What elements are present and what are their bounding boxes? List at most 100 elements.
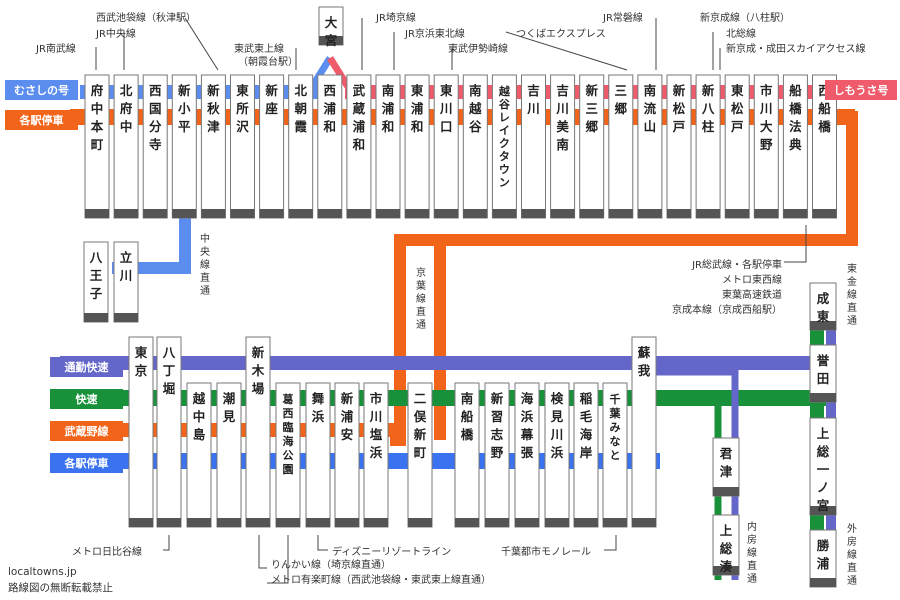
omiya-link-musashino xyxy=(307,56,333,92)
leader-nf xyxy=(784,225,807,263)
station-bottom-5[interactable]: 葛西臨海公園 xyxy=(275,382,301,528)
station-name: 東所沢 xyxy=(236,83,249,134)
station-name: 潮見 xyxy=(222,391,236,424)
station-top-12[interactable]: 東川口 xyxy=(433,74,459,219)
station-right-3[interactable]: 勝浦 xyxy=(809,529,837,588)
station-bottom-12[interactable]: 海浜幕張 xyxy=(514,382,540,528)
station-name: 府中本町 xyxy=(91,83,104,152)
legend-musashino-label: 武蔵野線 xyxy=(65,424,109,438)
station-top-11[interactable]: 東浦和 xyxy=(404,74,430,219)
station-top-23[interactable]: 市川大野 xyxy=(753,74,779,219)
station-name: 吉川美南 xyxy=(555,83,569,152)
transfer-top-7: 東武伊勢崎線 xyxy=(448,42,508,55)
station-name: 八王子 xyxy=(89,250,103,301)
station-omiya[interactable]: 大宮 xyxy=(318,6,344,48)
station-top-16[interactable]: 吉川美南 xyxy=(550,74,576,219)
legend-rapid: 快速 xyxy=(50,389,123,409)
station-bottom-16[interactable]: 蘇我 xyxy=(631,336,657,528)
station-top-5[interactable]: 東所沢 xyxy=(230,74,255,219)
station-top-24[interactable]: 船橋法典 xyxy=(782,74,808,219)
togane-direct-label: 東金線直通 xyxy=(847,262,857,327)
station-top-6[interactable]: 新座 xyxy=(259,74,285,219)
station-bottom-13[interactable]: 検見川浜 xyxy=(544,382,570,528)
station-name: 誉田 xyxy=(816,353,830,386)
legend-shimousa: しもうさ号 xyxy=(825,80,897,100)
station-bottom-1[interactable]: 八丁堀 xyxy=(156,336,182,528)
legend-musashino: 武蔵野線 xyxy=(50,421,123,441)
leader-b3 xyxy=(317,535,328,551)
station-top-18[interactable]: 三郷 xyxy=(608,74,634,219)
station-name: 稲毛海岸 xyxy=(580,391,593,460)
station-top-3[interactable]: 新小平 xyxy=(171,74,197,219)
station-bottom-7[interactable]: 新浦安 xyxy=(334,382,360,528)
station-name: 海浜幕張 xyxy=(520,391,534,460)
station-bottom-14[interactable]: 稲毛海岸 xyxy=(573,382,599,528)
station-top-10[interactable]: 南浦和 xyxy=(375,74,401,219)
station-bottom-10[interactable]: 南船橋 xyxy=(454,382,480,528)
station-name: 二俣新町 xyxy=(414,391,427,460)
station-top-8[interactable]: 西浦和 xyxy=(317,74,343,219)
station-bottom-11[interactable]: 新習志野 xyxy=(484,382,510,528)
station-bottom-9[interactable]: 二俣新町 xyxy=(407,382,433,528)
station-top-1[interactable]: 北府中 xyxy=(113,74,139,219)
station-name: 君津 xyxy=(719,446,733,479)
station-top-4[interactable]: 新秋津 xyxy=(200,74,226,219)
transfer-top-0: JR南武線 xyxy=(35,42,76,55)
station-name: 東京 xyxy=(135,345,148,378)
station-name: 船橋法典 xyxy=(789,83,802,152)
station-kazusaminato[interactable]: 上総湊 xyxy=(712,514,740,576)
station-name: 新浦安 xyxy=(341,391,354,442)
station-name: 東川口 xyxy=(439,83,453,134)
station-name: 新八柱 xyxy=(701,83,715,134)
station-name: 西国分寺 xyxy=(149,83,162,152)
station-name: 北朝霞 xyxy=(294,83,307,134)
station-top-14[interactable]: 越谷レイクタウン xyxy=(491,74,517,219)
station-kimitsu[interactable]: 君津 xyxy=(712,437,740,497)
transfer-top-6: JR京浜東北線 xyxy=(404,27,465,40)
station-bottom-8[interactable]: 市川塩浜 xyxy=(363,382,389,528)
station-bottom-3[interactable]: 潮見 xyxy=(216,382,242,528)
station-bottom-4[interactable]: 新木場 xyxy=(245,336,271,528)
transfer-top-1: JR中央線 xyxy=(95,27,136,40)
station-top-2[interactable]: 西国分寺 xyxy=(142,74,168,219)
station-name: 南船橋 xyxy=(461,391,474,442)
station-name: 南越谷 xyxy=(468,83,482,134)
sotobo-direct-label: 外房線直通 xyxy=(847,523,857,587)
footer-copyright: 路線図の無断転載禁止 xyxy=(8,581,113,594)
leader-2 xyxy=(184,17,219,71)
station-hachioji[interactable]: 八王子 xyxy=(83,241,109,323)
station-bottom-15[interactable]: 千葉みなと xyxy=(602,382,628,528)
legend-local2-label: 各駅停車 xyxy=(64,456,109,470)
station-top-15[interactable]: 吉川 xyxy=(521,74,546,219)
station-top-0[interactable]: 府中本町 xyxy=(84,74,110,219)
transfer-top-8: つくばエクスプレス xyxy=(516,28,606,40)
station-name: 新木場 xyxy=(251,345,265,396)
station-top-9[interactable]: 武蔵浦和 xyxy=(346,74,372,219)
station-top-7[interactable]: 北朝霞 xyxy=(288,74,314,219)
station-right-1[interactable]: 誉田 xyxy=(809,344,837,403)
chuo-direct-label: 中央線直通 xyxy=(200,232,210,297)
transfer-top-5: JR埼京線 xyxy=(375,11,416,24)
footer-site: localtowns.jp xyxy=(8,566,77,578)
station-right-0[interactable]: 成東 xyxy=(809,282,837,331)
station-bottom-0[interactable]: 東京 xyxy=(128,336,154,528)
station-tachikawa[interactable]: 立川 xyxy=(113,241,139,323)
transfer-nishifunabashi-2: 東葉高速鉄道 xyxy=(722,288,782,301)
musashino-keiyo-link-1 xyxy=(390,111,858,446)
station-bottom-6[interactable]: 舞浜 xyxy=(305,382,331,528)
station-top-13[interactable]: 南越谷 xyxy=(462,74,488,219)
station-bottom-2[interactable]: 越中島 xyxy=(186,382,212,528)
station-top-19[interactable]: 南流山 xyxy=(637,74,663,219)
station-top-20[interactable]: 新松戸 xyxy=(666,74,692,219)
transfer-top-3: 東武東上線 xyxy=(234,42,284,55)
station-top-21[interactable]: 新八柱 xyxy=(695,74,721,219)
station-name: 市川大野 xyxy=(759,83,773,152)
station-name: 上総一ノ宮 xyxy=(817,426,830,513)
station-name: 西浦和 xyxy=(323,83,337,134)
station-name: 新小平 xyxy=(177,83,191,134)
station-right-2[interactable]: 上総一ノ宮 xyxy=(809,417,837,516)
station-top-17[interactable]: 新三郷 xyxy=(579,74,605,219)
station-top-22[interactable]: 東松戸 xyxy=(724,74,750,219)
station-name: 新秋津 xyxy=(207,83,220,134)
